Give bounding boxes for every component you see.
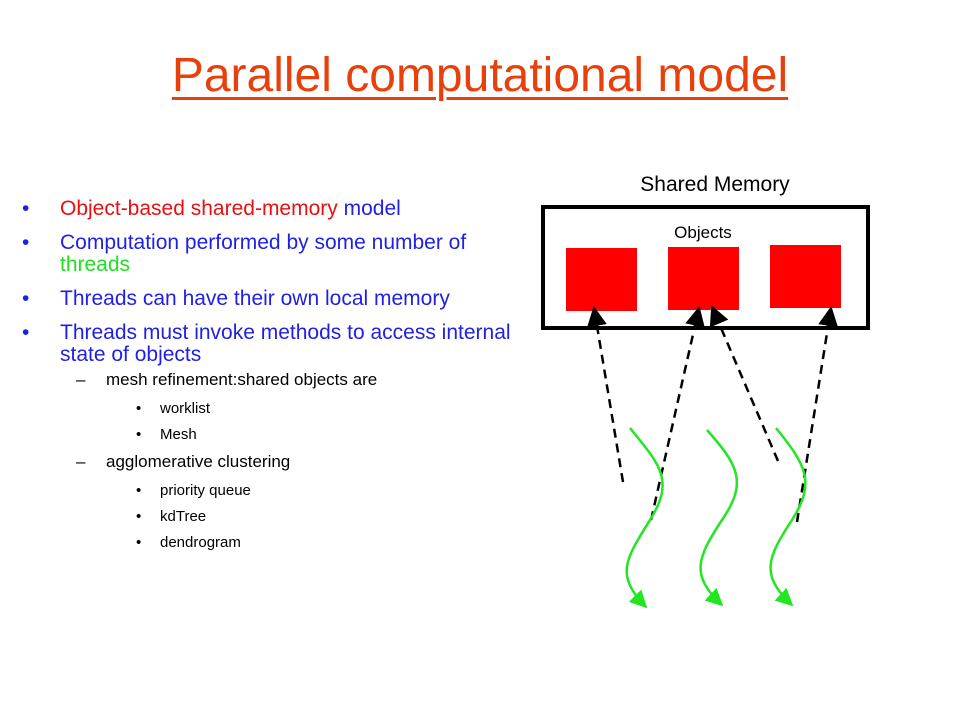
bullet-dot-icon: • <box>136 482 142 499</box>
bullet-2-blue-text: Computation performed by some number of <box>60 231 467 254</box>
dash-icon: – <box>76 370 86 389</box>
dash-icon: – <box>76 452 86 471</box>
sub-sub-bullet-text: dendrogram <box>160 534 241 551</box>
sub-sub-bullet-text: Mesh <box>160 426 197 443</box>
bullet-3-text: Threads can have their own local memory <box>60 287 450 310</box>
thread-1-squiggle <box>625 427 664 609</box>
thread-2-squiggle <box>699 429 739 607</box>
thread-3-access-arrow-a <box>709 305 780 462</box>
slide-title: Parallel computational model <box>171 49 789 102</box>
bullet-4: • Threads must invoke methods to access … <box>20 322 520 366</box>
bullet-dot-icon: • <box>22 197 30 220</box>
thread-1-access-arrow <box>587 306 625 483</box>
bullet-dot-icon: • <box>22 287 30 310</box>
bullet-3: • Threads can have their own local memor… <box>20 288 520 310</box>
sub-sub-bullet-text: worklist <box>160 400 211 417</box>
bullet-2-green-text: threads <box>60 253 131 276</box>
bullet-1-blue-text: model <box>343 197 401 220</box>
thread-2-access-arrow <box>649 306 705 521</box>
sub-sub-bullet: • kdTree <box>136 508 520 526</box>
bullet-1-red-text: Object-based shared-memory <box>60 197 344 220</box>
bullet-dot-icon: • <box>136 534 142 551</box>
bullet-1-text: Object-based shared-memory model <box>60 198 401 220</box>
bullet-dot-icon: • <box>22 321 30 344</box>
bullet-dot-icon: • <box>136 400 142 417</box>
bullet-dot-icon: • <box>136 508 142 525</box>
bullet-dot-icon: • <box>22 231 30 254</box>
sub-bullet-agglomerative-clustering: – agglomerative clustering <box>76 452 520 472</box>
sub-sub-bullet-text: kdTree <box>160 508 207 525</box>
shared-memory-box <box>541 205 870 330</box>
bullet-1: • Object-based shared-memory model <box>20 198 520 220</box>
sub-bullet-label: agglomerative clustering <box>106 452 291 471</box>
bullet-list: • Object-based shared-memory model • Com… <box>20 198 520 560</box>
shared-object-3 <box>770 245 841 308</box>
sub-sub-bullet-text: priority queue <box>160 482 251 499</box>
sub-sub-bullet: • worklist <box>136 400 520 418</box>
bullet-2: • Computation performed by some number o… <box>20 232 520 276</box>
bullet-4-text: Threads must invoke methods to access in… <box>60 321 511 366</box>
thread-3-access-arrow-b <box>795 306 839 523</box>
bullet-2-text: Computation performed by some number of … <box>60 232 520 276</box>
shared-object-2 <box>668 247 739 310</box>
objects-label: Objects <box>674 223 732 242</box>
thread-3-squiggle <box>769 427 807 607</box>
sub-sub-bullet: • priority queue <box>136 482 520 500</box>
shared-object-1 <box>566 248 637 311</box>
sub-bullet-label: mesh refinement:shared objects are <box>106 370 378 389</box>
sub-bullet-mesh-refinement: – mesh refinement:shared objects are <box>76 370 520 390</box>
bullet-dot-icon: • <box>136 426 142 443</box>
sub-sub-bullet: • Mesh <box>136 426 520 444</box>
sub-sub-bullet: • dendrogram <box>136 534 520 552</box>
shared-memory-label: Shared Memory <box>640 173 790 196</box>
